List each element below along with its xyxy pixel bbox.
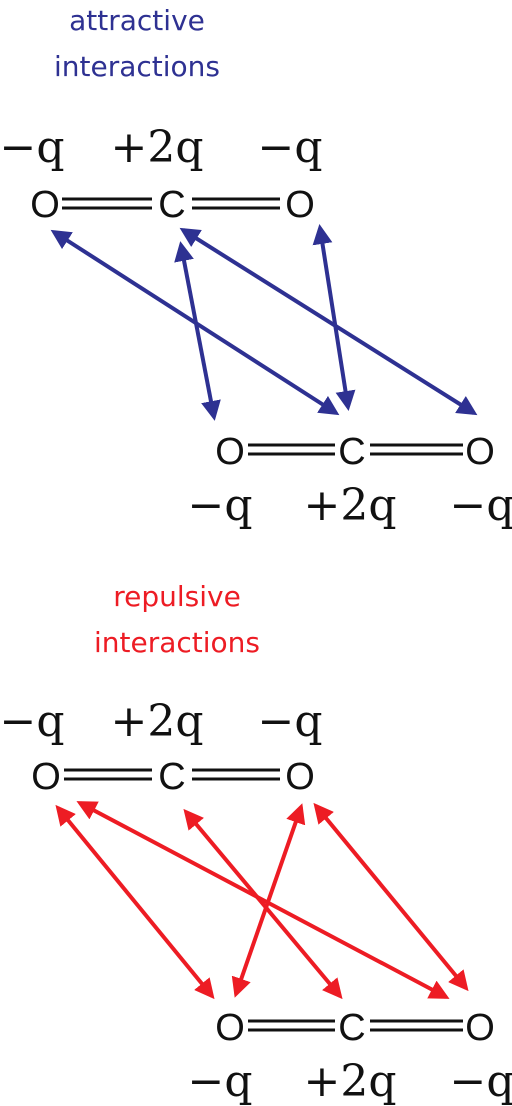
- top-carbon-charge: +2q: [110, 122, 203, 173]
- top-left-oxygen-charge: −q: [0, 696, 65, 747]
- bottom-carbon: C: [338, 1007, 365, 1049]
- interaction-arrow: [55, 804, 215, 1000]
- top-carbon: C: [158, 184, 185, 226]
- bottom-right-oxygen-charge: −q: [449, 480, 512, 531]
- attractive-top-molecule: −q +2q −q O C O: [0, 122, 323, 226]
- repulsive-arrows: [55, 801, 469, 1000]
- top-carbon: C: [158, 756, 185, 798]
- interaction-arrow: [183, 808, 343, 1000]
- repulsive-title-line1: repulsive: [113, 580, 241, 613]
- bottom-carbon-charge: +2q: [303, 480, 396, 531]
- top-left-oxygen-charge: −q: [0, 122, 65, 173]
- top-left-oxygen: O: [30, 184, 60, 226]
- repulsive-section: repulsive interactions −q +2q −q O C O O…: [0, 580, 512, 1106]
- interaction-arrow: [179, 227, 478, 416]
- interaction-arrow: [313, 802, 469, 992]
- attractive-title-line2: interactions: [54, 50, 220, 83]
- bottom-right-oxygen-charge: −q: [449, 1056, 512, 1106]
- interaction-arrow: [312, 224, 356, 411]
- bottom-carbon: C: [338, 431, 365, 473]
- bottom-left-oxygen: O: [215, 431, 245, 473]
- bottom-left-oxygen-charge: −q: [187, 480, 252, 531]
- top-right-oxygen-charge: −q: [257, 696, 322, 747]
- attractive-arrows: [50, 224, 478, 421]
- repulsive-title-line2: interactions: [94, 626, 260, 659]
- top-right-oxygen: O: [285, 756, 315, 798]
- bottom-left-oxygen: O: [215, 1007, 245, 1049]
- top-right-oxygen-charge: −q: [257, 122, 322, 173]
- bottom-left-oxygen-charge: −q: [187, 1056, 252, 1106]
- bottom-carbon-charge: +2q: [303, 1056, 396, 1106]
- repulsive-top-molecule: −q +2q −q O C O: [0, 696, 323, 798]
- repulsive-bottom-molecule: O C O −q +2q −q: [187, 1007, 512, 1106]
- interaction-arrow: [174, 241, 221, 421]
- top-right-oxygen: O: [285, 184, 315, 226]
- top-carbon-charge: +2q: [110, 696, 203, 747]
- bottom-right-oxygen: O: [465, 431, 495, 473]
- interaction-arrow: [231, 803, 306, 998]
- attractive-title-line1: attractive: [69, 4, 205, 37]
- bottom-right-oxygen: O: [465, 1007, 495, 1049]
- attractive-bottom-molecule: O C O −q +2q −q: [187, 431, 512, 531]
- attractive-section: attractive interactions −q +2q −q O C O …: [0, 4, 512, 531]
- top-left-oxygen: O: [31, 756, 61, 798]
